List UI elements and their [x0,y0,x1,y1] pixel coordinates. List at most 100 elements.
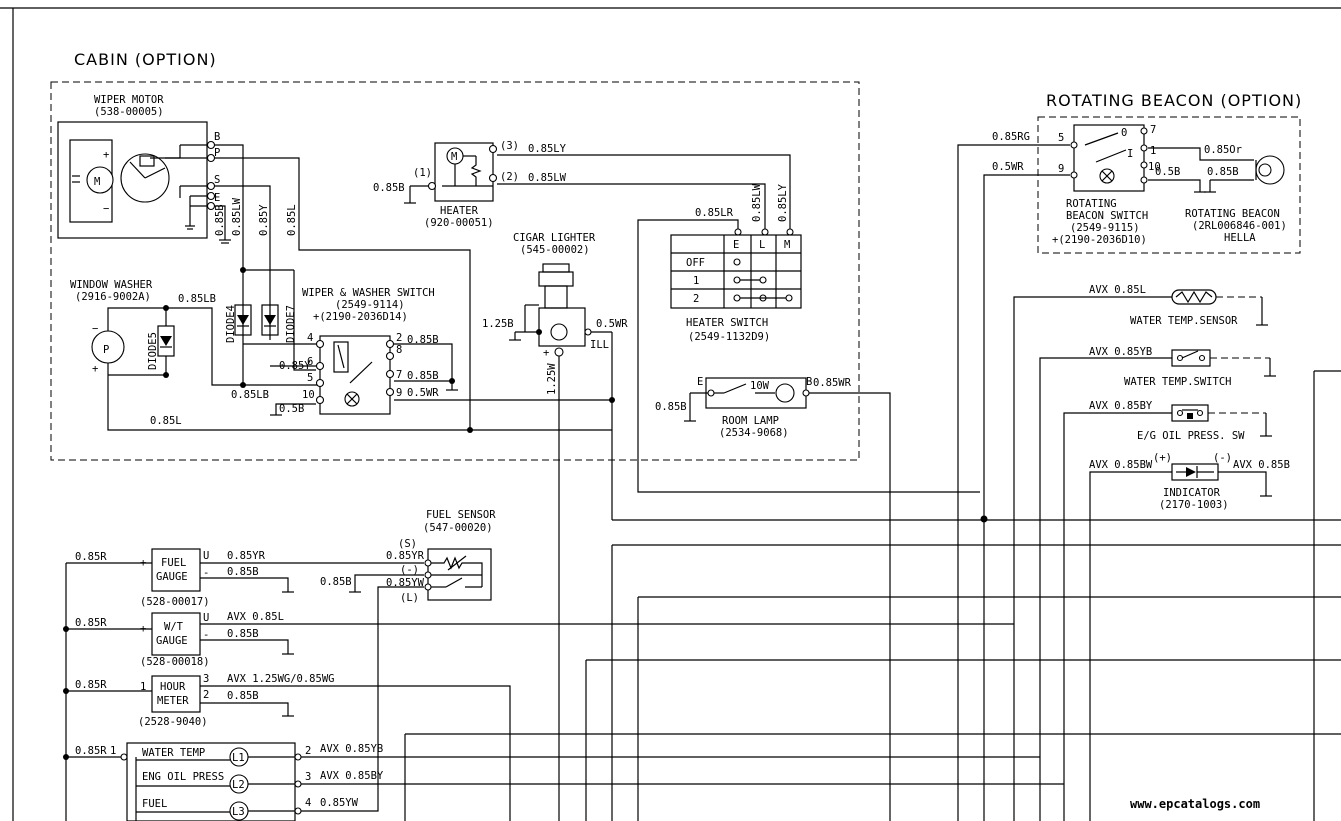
svg-text:ENG OIL PRESS: ENG OIL PRESS [142,771,224,783]
svg-text:HELLA: HELLA [1224,232,1256,244]
svg-text:0.85YR: 0.85YR [227,550,266,562]
svg-text:1: 1 [110,745,116,757]
svg-text:(528-00018): (528-00018) [140,656,210,668]
svg-text:M: M [451,151,457,163]
wt-gauge: 0.85R + W/T GAUGE U - AVX 0.85L 0.85B (5… [63,611,1014,668]
room-lamp: E 10W B 0.85B 0.85WR ROOM LAMP (2534-906… [655,376,891,821]
beacon-boundary [1037,116,1301,254]
svg-text:M: M [94,176,100,188]
svg-text:(920-00051): (920-00051) [424,217,494,229]
svg-text:(2916-9002A): (2916-9002A) [75,291,151,303]
svg-text:(-): (-) [1213,452,1232,464]
svg-text:0.85R: 0.85R [75,617,107,629]
svg-text:(528-00017): (528-00017) [140,596,210,608]
svg-text:ILL: ILL [590,339,609,351]
svg-text:2: 2 [693,293,699,305]
svg-text:+: + [103,149,109,161]
water-temp-switch: AVX 0.85YB WATER TEMP.SWITCH [1039,346,1276,821]
warning-panel: 0.85R 1 WATER TEMP ENG OIL PRESS FUEL L1… [63,742,1064,821]
svg-text:0.85B: 0.85B [407,334,439,346]
svg-text:ROOM LAMP: ROOM LAMP [722,415,779,427]
svg-text:0.85YW: 0.85YW [386,577,425,589]
svg-text:CIGAR LIGHTER: CIGAR LIGHTER [513,232,596,244]
svg-text:WATER TEMP.SENSOR: WATER TEMP.SENSOR [1130,315,1238,327]
rotating-beacon-lamp: ROTATING BEACON (2RL006846-001) HELLA [1185,155,1287,244]
svg-text:+(2190-2036D10): +(2190-2036D10) [1052,234,1147,246]
svg-text:INDICATOR: INDICATOR [1163,487,1221,499]
svg-text:HEATER SWITCH: HEATER SWITCH [686,317,768,329]
svg-text:(547-00020): (547-00020) [423,522,493,534]
svg-text:0.85LB: 0.85LB [231,389,269,401]
heater: M (1) (2) (3) 0.85B HEATER (920-00051) 0… [373,140,791,232]
indicator: (+) (-) AVX 0.85BW AVX 0.85B INDICATOR (… [1089,452,1290,821]
svg-text:0.85Or: 0.85Or [1204,144,1242,156]
svg-text:OFF: OFF [686,257,705,269]
svg-text:-: - [203,567,209,579]
svg-text:(2549-9114): (2549-9114) [335,299,405,311]
fuel-sensor: FUEL SENSOR (547-00020) (S) (-) (L) 0.85… [320,509,496,800]
svg-text:0.85L: 0.85L [150,415,182,427]
svg-text:0.85B: 0.85B [407,370,439,382]
svg-text:6: 6 [307,356,313,368]
svg-text:0.85L: 0.85L [286,204,298,236]
svg-text:L2: L2 [232,779,245,791]
svg-text:DIODE4: DIODE4 [225,305,237,343]
svg-text:1: 1 [693,275,699,287]
svg-text:L3: L3 [232,806,245,818]
svg-text:WINDOW WASHER: WINDOW WASHER [70,279,153,291]
svg-text:1: 1 [1150,145,1156,157]
svg-text:ROTATING: ROTATING [1066,198,1117,210]
svg-text:AVX 0.85YB: AVX 0.85YB [320,743,383,755]
svg-text:S: S [214,174,220,186]
svg-text:0.85LB: 0.85LB [178,293,216,305]
svg-text:9: 9 [396,387,402,399]
wiper-washer-switch: WIPER & WASHER SWITCH (2549-9114) +(2190… [231,287,615,416]
svg-text:P: P [214,147,220,159]
svg-text:I: I [1127,148,1133,160]
svg-text:(2528-9040): (2528-9040) [138,716,208,728]
svg-text:0.85LY: 0.85LY [528,143,567,155]
svg-text:WATER TEMP.SWITCH: WATER TEMP.SWITCH [1124,376,1231,388]
svg-text:+(2190-2036D14): +(2190-2036D14) [313,311,408,323]
wiper-motor: WIPER MOTOR (538-00005) M + − B P S E [57,94,220,239]
svg-text:2: 2 [305,745,311,757]
oil-press-switch: AVX 0.85BY E/G OIL PRESS. SW [1063,400,1272,821]
svg-text:AVX 0.85BY: AVX 0.85BY [320,770,384,782]
svg-text:GAUGE: GAUGE [156,571,188,583]
svg-text:1: 1 [140,681,146,693]
svg-text:0.85B: 0.85B [655,401,687,413]
svg-text:2: 2 [396,332,402,344]
svg-text:2: 2 [203,689,209,701]
svg-text:0.5WR: 0.5WR [596,318,628,330]
svg-text:WIPER & WASHER SWITCH: WIPER & WASHER SWITCH [302,287,435,299]
cigar-lighter: CIGAR LIGHTER (545-00002) + ILL 1.25B 0.… [482,232,628,821]
svg-text:(+): (+) [1153,452,1172,464]
svg-text:DIODE5: DIODE5 [147,332,159,370]
svg-text:−: − [103,203,109,215]
svg-text:B: B [806,376,812,388]
wiper-motor-label: WIPER MOTOR [94,94,164,106]
svg-text:0.85RG: 0.85RG [992,131,1030,143]
svg-text:(2RL006846-001): (2RL006846-001) [1192,220,1287,232]
diodes: DIODE4 DIODE7 DIODE5 [147,267,297,370]
svg-text:0: 0 [1121,127,1127,139]
svg-text:W/T: W/T [164,621,184,633]
svg-text:0.85LW: 0.85LW [231,197,243,236]
svg-text:7: 7 [1150,124,1156,136]
motor-icon [86,166,114,194]
svg-text:0.85B: 0.85B [1207,166,1239,178]
hour-meter: 0.85R 1 HOUR METER 3 2 AVX 1.25WG/0.85WG… [63,673,511,821]
svg-text:9: 9 [1058,163,1064,175]
cabin-title: CABIN (OPTION) [74,50,217,69]
svg-text:ROTATING BEACON: ROTATING BEACON [1185,208,1280,220]
svg-text:3: 3 [305,771,311,783]
svg-text:0.5WR: 0.5WR [992,161,1024,173]
svg-text:L1: L1 [232,752,245,764]
svg-text:0.85B: 0.85B [320,576,352,588]
svg-text:U: U [203,550,209,562]
svg-text:8: 8 [396,344,402,356]
svg-text:(2534-9068): (2534-9068) [719,427,789,439]
svg-text:E: E [733,239,739,251]
heater-switch: 0.85LR 0.85LW 0.85LY E L M OFF 1 2 HEATE… [637,183,980,493]
